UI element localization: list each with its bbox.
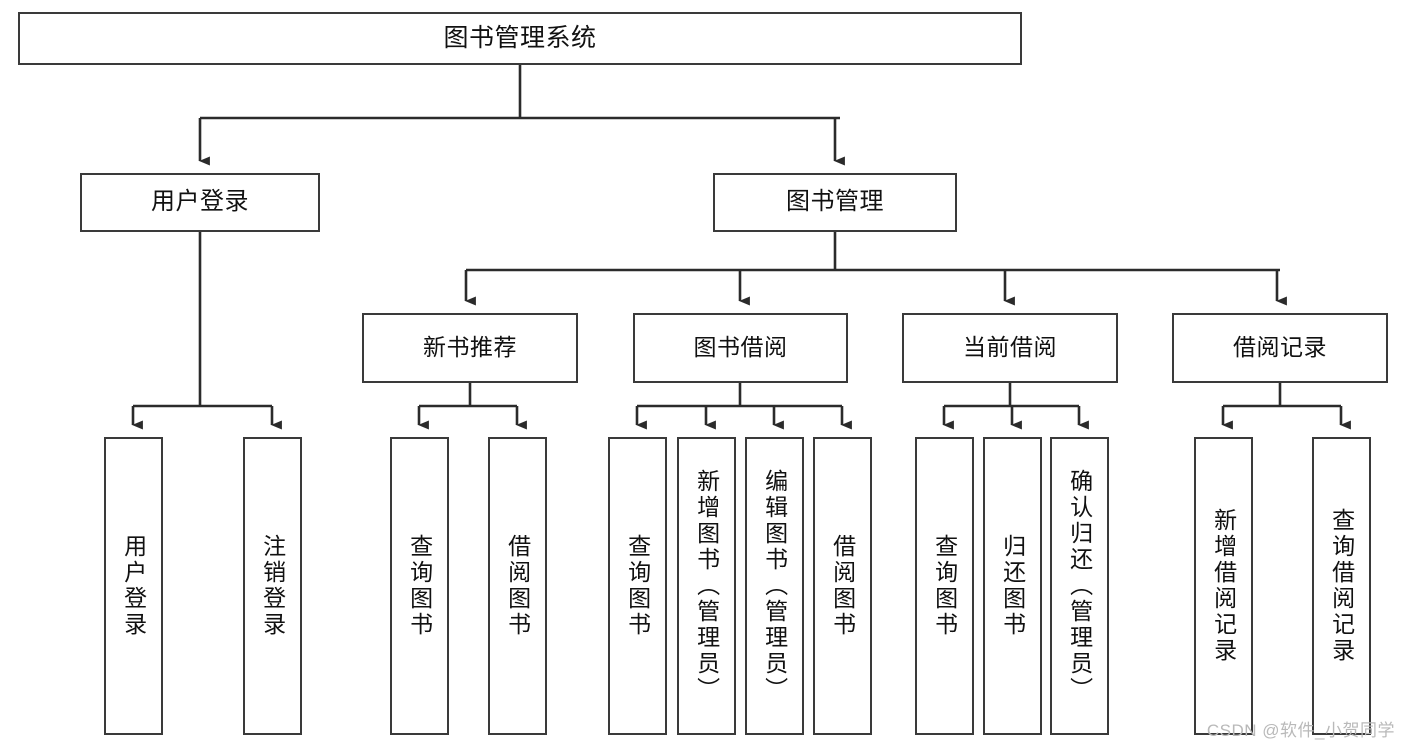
- leaf-node[interactable]: 用户登录: [104, 437, 163, 735]
- leaf-node-label: 借阅图书: [829, 534, 856, 638]
- leaf-node[interactable]: 注销登录: [243, 437, 302, 735]
- node-label: 图书借阅: [693, 334, 788, 361]
- csdn-watermark: CSDN @软件_小贺同学: [1206, 721, 1395, 740]
- node-root-label: 图书管理系统: [443, 23, 597, 52]
- leaf-node[interactable]: 查询图书: [390, 437, 449, 735]
- leaf-node-label: 编辑图书（管理员）: [761, 469, 788, 703]
- leaf-node-label: 新增图书（管理员）: [693, 469, 720, 703]
- node-root[interactable]: 图书管理系统: [18, 12, 1022, 65]
- leaf-node[interactable]: 新增借阅记录: [1194, 437, 1253, 735]
- leaf-node-label: 用户登录: [120, 534, 147, 638]
- leaf-node-label: 查询图书: [624, 534, 651, 638]
- leaf-node-label: 归还图书: [999, 534, 1026, 638]
- node-level2-current-borrow[interactable]: 当前借阅: [902, 313, 1118, 383]
- leaf-node[interactable]: 查询图书: [608, 437, 667, 735]
- node-label: 借阅记录: [1233, 334, 1327, 361]
- leaf-node[interactable]: 借阅图书: [488, 437, 547, 735]
- leaf-node-label: 新增借阅记录: [1210, 508, 1237, 664]
- leaf-node[interactable]: 编辑图书（管理员）: [745, 437, 804, 735]
- node-level2-borrow-record[interactable]: 借阅记录: [1172, 313, 1388, 383]
- leaf-node[interactable]: 确认归还（管理员）: [1050, 437, 1109, 735]
- leaf-node[interactable]: 新增图书（管理员）: [677, 437, 736, 735]
- node-label: 图书管理: [786, 188, 884, 216]
- leaf-node[interactable]: 查询图书: [915, 437, 974, 735]
- node-label: 用户登录: [151, 188, 249, 216]
- leaf-node[interactable]: 借阅图书: [813, 437, 872, 735]
- node-level1-book-management[interactable]: 图书管理: [713, 173, 957, 232]
- node-level1-user-login[interactable]: 用户登录: [80, 173, 320, 232]
- leaf-node-label: 查询借阅记录: [1328, 508, 1355, 664]
- node-level2-book-borrow[interactable]: 图书借阅: [633, 313, 848, 383]
- leaf-node-label: 查询图书: [406, 534, 433, 638]
- node-label: 当前借阅: [963, 334, 1057, 361]
- leaf-node[interactable]: 归还图书: [983, 437, 1042, 735]
- leaf-node-label: 查询图书: [931, 534, 958, 638]
- leaf-node-label: 注销登录: [259, 534, 286, 638]
- leaf-node[interactable]: 查询借阅记录: [1312, 437, 1371, 735]
- leaf-node-label: 借阅图书: [504, 534, 531, 638]
- leaf-node-label: 确认归还（管理员）: [1066, 469, 1093, 703]
- node-level2-new-book-recommend[interactable]: 新书推荐: [362, 313, 578, 383]
- node-label: 新书推荐: [423, 334, 517, 361]
